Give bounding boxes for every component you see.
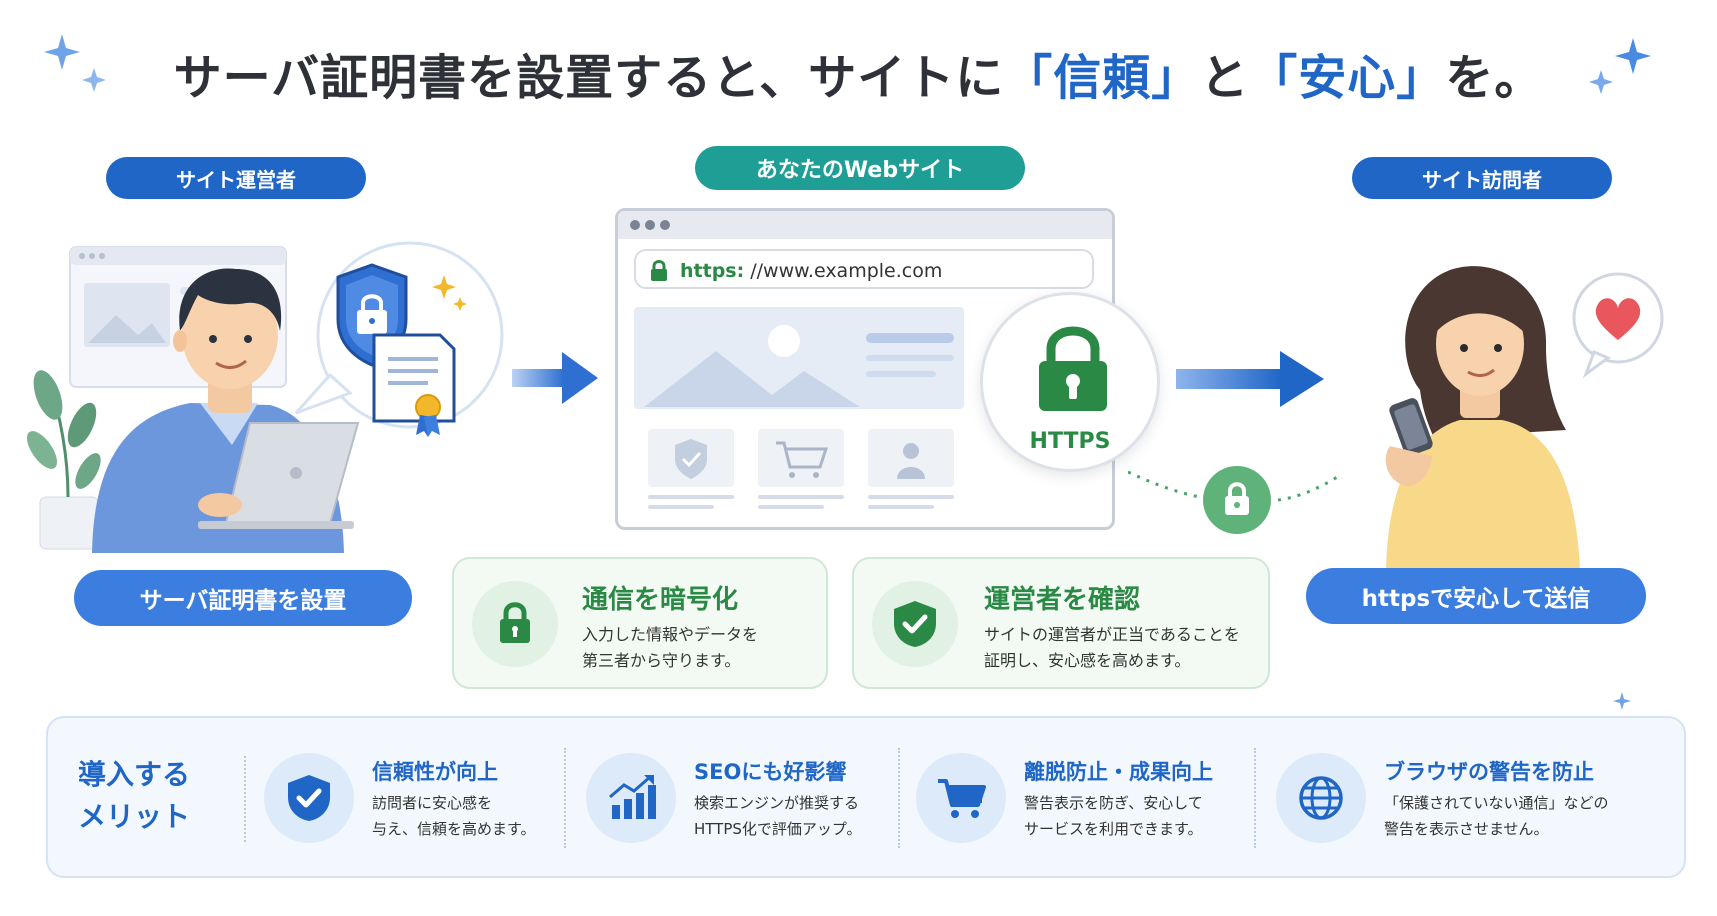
lock-icon bbox=[500, 602, 530, 643]
feature-title: 通信を暗号化 bbox=[582, 585, 739, 615]
merits-heading-line: メリット bbox=[78, 800, 191, 833]
merits-heading: 導入する メリット bbox=[78, 754, 190, 838]
secure-connection-line bbox=[1128, 470, 1343, 502]
url-bar[interactable]: https: //www.example.com bbox=[634, 249, 1094, 289]
padlock-icon bbox=[1039, 326, 1107, 411]
merits-panel: 導入する メリット 信頼性が向上 訪問者に安心感を 与え、信頼を高めます。 bbox=[46, 716, 1686, 878]
merit-desc-line: HTTPS化で評価アップ。 bbox=[694, 820, 862, 838]
merit-item-browser-warning: ブラウザの警告を防止 「保護されていない通信」などの 警告を表示させません。 bbox=[1276, 718, 1666, 878]
small-lock-badge bbox=[1203, 466, 1271, 534]
feature-card-encryption: 通信を暗号化 入力した情報やデータを 第三者から守ります。 bbox=[452, 557, 828, 689]
bar-chart-icon bbox=[609, 775, 656, 819]
feature-icon-circle bbox=[872, 581, 958, 667]
merit-desc-line: 検索エンジンが推奨する bbox=[694, 794, 860, 812]
url-text: https: //www.example.com bbox=[680, 260, 942, 282]
page-title: サーバ証明書を設置すると、サイトに「信頼」と「安心」を。 bbox=[0, 38, 1717, 108]
merit-icon-circle bbox=[916, 753, 1006, 843]
sparkle-icon bbox=[44, 34, 106, 92]
lock-icon bbox=[1225, 482, 1249, 515]
merit-desc-line: 訪問者に安心感を bbox=[372, 794, 493, 812]
merit-icon-circle bbox=[586, 753, 676, 843]
divider bbox=[564, 748, 566, 848]
globe-icon bbox=[1299, 776, 1343, 820]
merit-desc-line: 警告を表示させません。 bbox=[1384, 820, 1549, 838]
merit-desc-line: 警告表示を防ぎ、安心して bbox=[1024, 794, 1203, 812]
merit-item-conversion: 離脱防止・成果向上 警告表示を防ぎ、安心して サービスを利用できます。 bbox=[916, 718, 1246, 878]
sparkle-icon bbox=[1589, 38, 1651, 94]
install-certificate-label: サーバ証明書を設置 bbox=[74, 570, 412, 626]
url-scheme: https: bbox=[680, 260, 745, 282]
label-site-visitor: サイト訪問者 bbox=[1352, 157, 1612, 199]
title-highlight-relief: 「安心」 bbox=[1249, 50, 1446, 106]
merit-icon-circle bbox=[1276, 753, 1366, 843]
feature-desc-line: 入力した情報やデータを bbox=[582, 625, 759, 644]
feature-card-verification: 運営者を確認 サイトの運営者が正当であることを 証明し、安心感を高めます。 bbox=[852, 557, 1270, 689]
divider bbox=[244, 756, 246, 842]
merits-heading-line: 導入する bbox=[78, 758, 191, 791]
feature-desc-line: 証明し、安心感を高めます。 bbox=[984, 651, 1191, 670]
title-highlight-trust: 「信頼」 bbox=[1004, 50, 1201, 106]
merit-title: 離脱防止・成果向上 bbox=[1024, 760, 1213, 784]
url-host: //www.example.com bbox=[744, 260, 943, 282]
label-your-website: あなたのWebサイト bbox=[695, 146, 1025, 190]
merit-title: 信頼性が向上 bbox=[372, 760, 498, 784]
visitor-illustration bbox=[1385, 266, 1664, 570]
title-part: を。 bbox=[1445, 50, 1544, 106]
feature-desc-line: サイトの運営者が正当であることを bbox=[984, 625, 1240, 644]
merit-desc-line: 与え、信頼を高めます。 bbox=[372, 820, 536, 838]
secure-send-label: httpsで安心して送信 bbox=[1306, 568, 1646, 624]
operator-illustration bbox=[26, 241, 504, 553]
divider bbox=[1254, 748, 1256, 848]
feature-title: 運営者を確認 bbox=[984, 585, 1141, 615]
feature-desc-line: 第三者から守ります。 bbox=[582, 651, 741, 670]
merit-desc-line: サービスを利用できます。 bbox=[1024, 820, 1203, 838]
merit-item-seo: SEOにも好影響 検索エンジンが推奨する HTTPS化で評価アップ。 bbox=[586, 718, 886, 878]
https-badge: HTTPS bbox=[980, 292, 1160, 472]
cart-icon bbox=[938, 779, 986, 818]
merit-title: SEOにも好影響 bbox=[694, 760, 847, 784]
page-content-mockup bbox=[634, 307, 964, 509]
label-site-operator: サイト運営者 bbox=[106, 157, 366, 199]
merit-title: ブラウザの警告を防止 bbox=[1384, 760, 1594, 784]
lock-icon bbox=[651, 260, 667, 281]
flow-arrow bbox=[1176, 351, 1324, 407]
divider bbox=[898, 748, 900, 848]
browser-titlebar bbox=[618, 211, 1112, 239]
feature-icon-circle bbox=[472, 581, 558, 667]
merit-icon-circle bbox=[264, 753, 354, 843]
shield-check-icon bbox=[288, 775, 330, 821]
title-part: と bbox=[1200, 50, 1250, 106]
https-label: HTTPS bbox=[1029, 429, 1111, 454]
flow-arrow bbox=[512, 352, 598, 404]
title-part: サーバ証明書を設置すると、サイトに bbox=[173, 50, 1005, 106]
merit-item-trust: 信頼性が向上 訪問者に安心感を 与え、信頼を高めます。 bbox=[264, 718, 584, 878]
merit-desc-line: 「保護されていない通信」などの bbox=[1384, 794, 1609, 812]
shield-check-icon bbox=[894, 601, 936, 647]
